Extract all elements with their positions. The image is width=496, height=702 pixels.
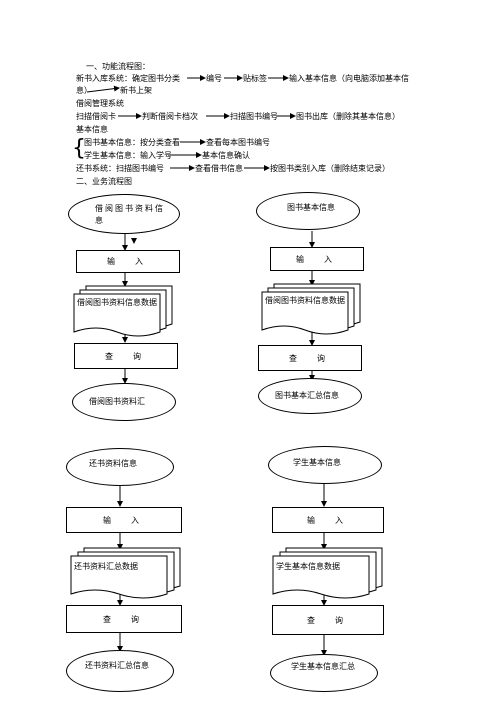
row7-step3: 按图书类别入库（删除结束记录） [270,164,390,173]
flow1-data-document: 借阅图书资料信息数据 [74,294,160,334]
flow1-query-box: 查 询 [74,343,178,369]
flow1-start-label: 借阅图书资料信息 [95,204,165,225]
row4-title: 基本信息 [76,125,108,134]
flow3-end-label: 还书资料汇总信息 [85,661,149,670]
row7-step2: 查看借书信息 [195,164,243,173]
flow1-end-label: 借阅图书资料汇 [89,397,145,406]
row1-prefix: 新书入库系统：确定图书分类 [76,74,180,83]
flow3-end-oval: 还书资料汇总信息 [66,650,174,692]
flow1-end-oval: 借阅图书资料汇 [72,383,176,421]
row3-step4: 图书出库（删除其基本信息） [296,112,400,121]
row1-step4: 新书上架 [120,86,152,95]
flow4-query-box: 查 询 [272,605,384,635]
flow3-data-label: 还书资料汇总数据 [74,562,138,571]
flow4-start-oval: 学生基本信息 [268,446,382,484]
flow4-start-label: 学生基本信息 [293,458,341,467]
flow2-start-label: 图书基本信息 [287,203,335,212]
flow3-start-oval: 还书资料信息 [66,448,174,486]
row3-step2: 判断借阅卡档次 [142,112,198,121]
flow1-start-oval: 借阅图书资料信息 [68,194,180,234]
brace-icon: { [72,136,86,161]
flow4-data-document: 学生基本信息数据 [273,556,369,596]
row3-step3: 扫描图书编号 [230,112,278,121]
flow2-end-oval: 图书基本汇总信息 [258,378,362,414]
flow2-data-document: 借阅图书资料信息数据 [262,292,348,332]
row5-step1: 图书基本信息：按分类查看 [84,138,180,147]
section2-title: 二、业务流程图 [76,177,132,186]
row1-step1: 编号 [206,74,222,83]
flow2-input-box: 输 入 [270,247,364,271]
flow4-input-box: 输 入 [272,507,384,533]
row5-step2: 查看每本图书编号 [206,138,270,147]
flow1-data-label: 借阅图书资料信息数据 [77,298,157,307]
row6-step1: 学生基本信息：输入学号 [84,151,172,160]
flow2-data-label: 借阅图书资料信息数据 [265,296,345,305]
section1-title: 一、功能流程图： [86,62,150,71]
flow2-end-label: 图书基本汇总信息 [275,391,339,400]
row6-step2: 基本信息确认 [202,151,250,160]
flow3-input-box: 输 入 [66,507,182,533]
flow1-input-box: 输 入 [76,250,180,273]
row3-step1: 扫描借阅卡 [76,112,116,121]
flow2-query-box: 查 询 [258,345,362,371]
flow3-query-box: 查 询 [66,605,182,633]
row1-step3: 输入基本信息（向电脑添加基本信 [289,74,409,83]
flow3-start-label: 还书资料信息 [89,459,137,468]
row7-step1: 还书系统：扫描图书编号 [76,164,164,173]
row1-step2: 贴标签 [243,74,267,83]
flow4-end-label: 学生基本信息汇总 [291,662,355,671]
flow2-start-oval: 图书基本信息 [256,192,360,230]
row2-title: 借阅管理系统 [76,99,124,108]
flow4-data-label: 学生基本信息数据 [276,562,340,571]
flow4-end-oval: 学生基本信息汇总 [270,654,378,692]
flow3-data-document: 还书资料汇总数据 [71,556,167,596]
row1-step3-cont: 息） [76,86,92,95]
